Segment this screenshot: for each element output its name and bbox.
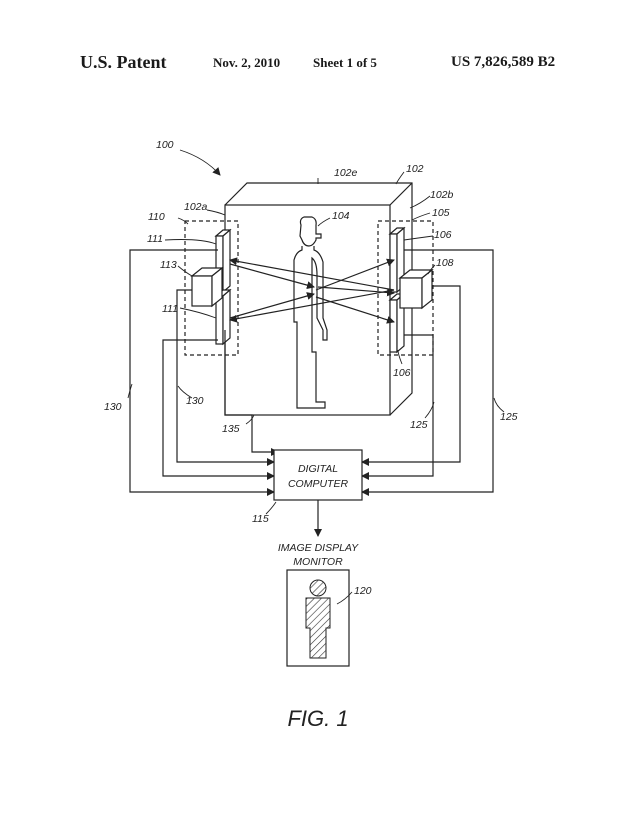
right-transceiver-cube xyxy=(398,268,434,310)
ref-130-outer: 130 xyxy=(104,401,122,413)
wiring-135 xyxy=(224,330,279,456)
ref-102: 102 xyxy=(406,163,424,175)
left-antenna-panel-top xyxy=(214,228,232,294)
ref-111-top: 111 xyxy=(147,233,163,245)
ref-125-outer: 125 xyxy=(500,411,518,423)
sheet-number: Sheet 1 of 5 xyxy=(313,55,377,70)
monitor-label-line1: IMAGE DISPLAY xyxy=(278,542,359,554)
left-transceiver-cube xyxy=(190,266,224,308)
enclosure-box xyxy=(224,182,413,416)
person-outline xyxy=(293,216,328,409)
wiring-left-lower xyxy=(162,339,275,480)
patent-title: U.S. Patent xyxy=(80,52,167,72)
ref-102e: 102e xyxy=(334,167,358,179)
digital-computer-box xyxy=(273,449,363,501)
wiring-125-outer xyxy=(361,249,494,496)
ref-125-inner: 125 xyxy=(410,419,428,431)
right-array-group xyxy=(377,220,434,356)
wiring-130-outer xyxy=(129,249,275,496)
ref-110: 110 xyxy=(148,211,165,223)
ref-100: 100 xyxy=(156,139,174,151)
patent-header: U.S. Patent Nov. 2, 2010 Sheet 1 of 5 US… xyxy=(0,52,640,74)
ref-113: 113 xyxy=(160,259,177,271)
ref-102b: 102b xyxy=(430,189,454,201)
computer-label-line1: DIGITAL xyxy=(298,463,338,475)
patent-number: US 7,826,589 B2 xyxy=(451,54,556,70)
monitor-label-line2: MONITOR xyxy=(293,556,343,568)
ref-130-inner: 130 xyxy=(186,395,204,407)
ref-106-bottom: 106 xyxy=(393,367,411,379)
ref-105: 105 xyxy=(432,207,450,219)
patent-date: Nov. 2, 2010 xyxy=(213,55,281,70)
wiring-right-lower xyxy=(361,334,434,480)
wiring-125-inner xyxy=(361,285,461,466)
ref-111-bottom: 111 xyxy=(162,303,178,315)
ref-108: 108 xyxy=(436,257,454,269)
monitor-body-image xyxy=(305,579,331,659)
wiring-130-inner xyxy=(176,289,275,466)
ref-102a: 102a xyxy=(184,201,208,213)
ref-135: 135 xyxy=(222,423,240,435)
computer-label-line2: COMPUTER xyxy=(288,478,349,490)
signal-paths xyxy=(229,257,395,324)
ref-106-top: 106 xyxy=(434,229,452,241)
ref-120: 120 xyxy=(354,585,372,597)
leader-lines xyxy=(127,149,505,605)
figure-caption: FIG. 1 xyxy=(287,706,348,731)
ref-115: 115 xyxy=(252,513,269,525)
left-array-group xyxy=(184,220,239,356)
ref-104: 104 xyxy=(332,210,350,222)
